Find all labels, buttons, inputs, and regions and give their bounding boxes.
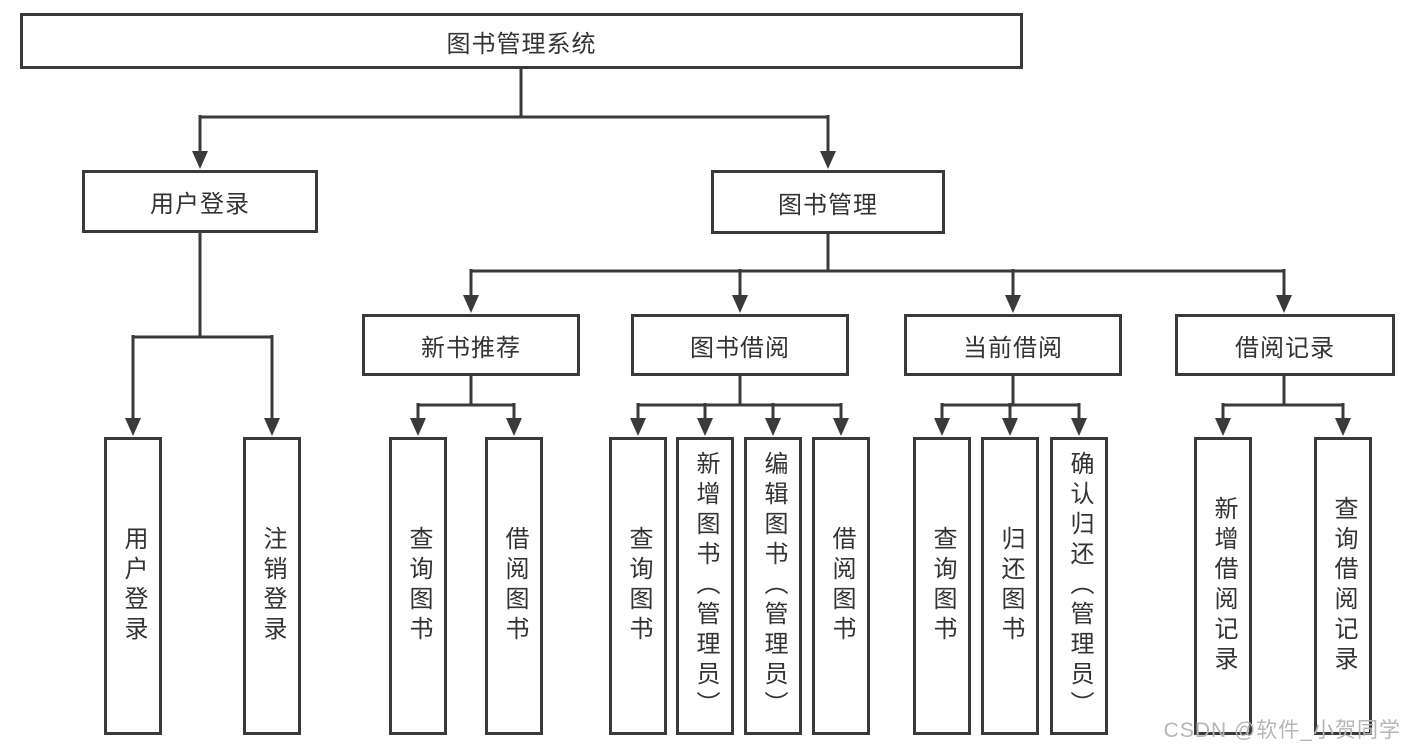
leaf-query-book-current: 查询图书: [913, 437, 971, 735]
leaf-borrow-book: 借阅图书: [812, 437, 870, 735]
leaf-confirm-return-admin: 确认归还（管理员）: [1050, 437, 1108, 735]
node-new-book-recommend: 新书推荐: [362, 314, 580, 376]
node-label: 新书推荐: [421, 334, 521, 362]
edge-recommend-to-leaves: [410, 376, 522, 436]
node-label: 查询图书: [405, 526, 432, 646]
csdn-watermark: CSDN @软件_小贺同学: [1163, 719, 1401, 742]
node-label: 用户登录: [120, 526, 147, 646]
node-label: 借阅图书: [828, 526, 855, 646]
node-book-borrow: 图书借阅: [631, 314, 849, 376]
node-label: 图书管理: [778, 191, 878, 219]
node-label: 确认归还（管理员）: [1066, 451, 1093, 721]
leaf-query-book-borrow: 查询图书: [609, 437, 667, 735]
node-label: 当前借阅: [963, 334, 1063, 362]
node-label: 查询图书: [929, 526, 956, 646]
node-label: 归还图书: [997, 526, 1024, 646]
node-label: 注销登录: [259, 526, 286, 646]
node-book-management: 图书管理: [711, 170, 945, 234]
leaf-return-book: 归还图书: [981, 437, 1039, 735]
node-label: 查询图书: [625, 526, 652, 646]
node-user-login: 用户登录: [82, 170, 318, 233]
leaf-add-book-admin: 新增图书（管理员）: [676, 437, 734, 735]
node-label: 编辑图书（管理员）: [760, 451, 787, 721]
node-label: 借阅记录: [1235, 334, 1335, 362]
node-label: 图书管理系统: [446, 30, 597, 58]
node-label: 借阅图书: [501, 526, 528, 646]
node-label: 查询借阅记录: [1330, 496, 1357, 676]
edge-book-management-to-level3: [463, 234, 1292, 313]
leaf-user-login: 用户登录: [104, 437, 162, 735]
node-system-root: 图书管理系统: [20, 13, 1023, 69]
leaf-query-borrow-record: 查询借阅记录: [1314, 437, 1372, 735]
edge-borrow-to-leaves: [630, 376, 849, 436]
leaf-query-book-recommend: 查询图书: [389, 437, 447, 735]
node-label: 新增借阅记录: [1210, 496, 1237, 676]
leaf-logout: 注销登录: [243, 437, 301, 735]
leaf-borrow-book-recommend: 借阅图书: [485, 437, 543, 735]
edge-records-to-leaves: [1215, 376, 1351, 436]
leaf-add-borrow-record: 新增借阅记录: [1194, 437, 1252, 735]
node-label: 用户登录: [150, 191, 250, 218]
edge-current-to-leaves: [934, 376, 1087, 436]
node-borrow-records: 借阅记录: [1175, 314, 1395, 376]
edge-user-login-to-leaves: [125, 233, 280, 436]
leaf-edit-book-admin: 编辑图书（管理员）: [744, 437, 802, 735]
node-label: 图书借阅: [690, 334, 790, 362]
edge-root-to-level2: [192, 69, 836, 169]
node-label: 新增图书（管理员）: [692, 451, 719, 721]
node-current-borrow: 当前借阅: [904, 314, 1122, 376]
